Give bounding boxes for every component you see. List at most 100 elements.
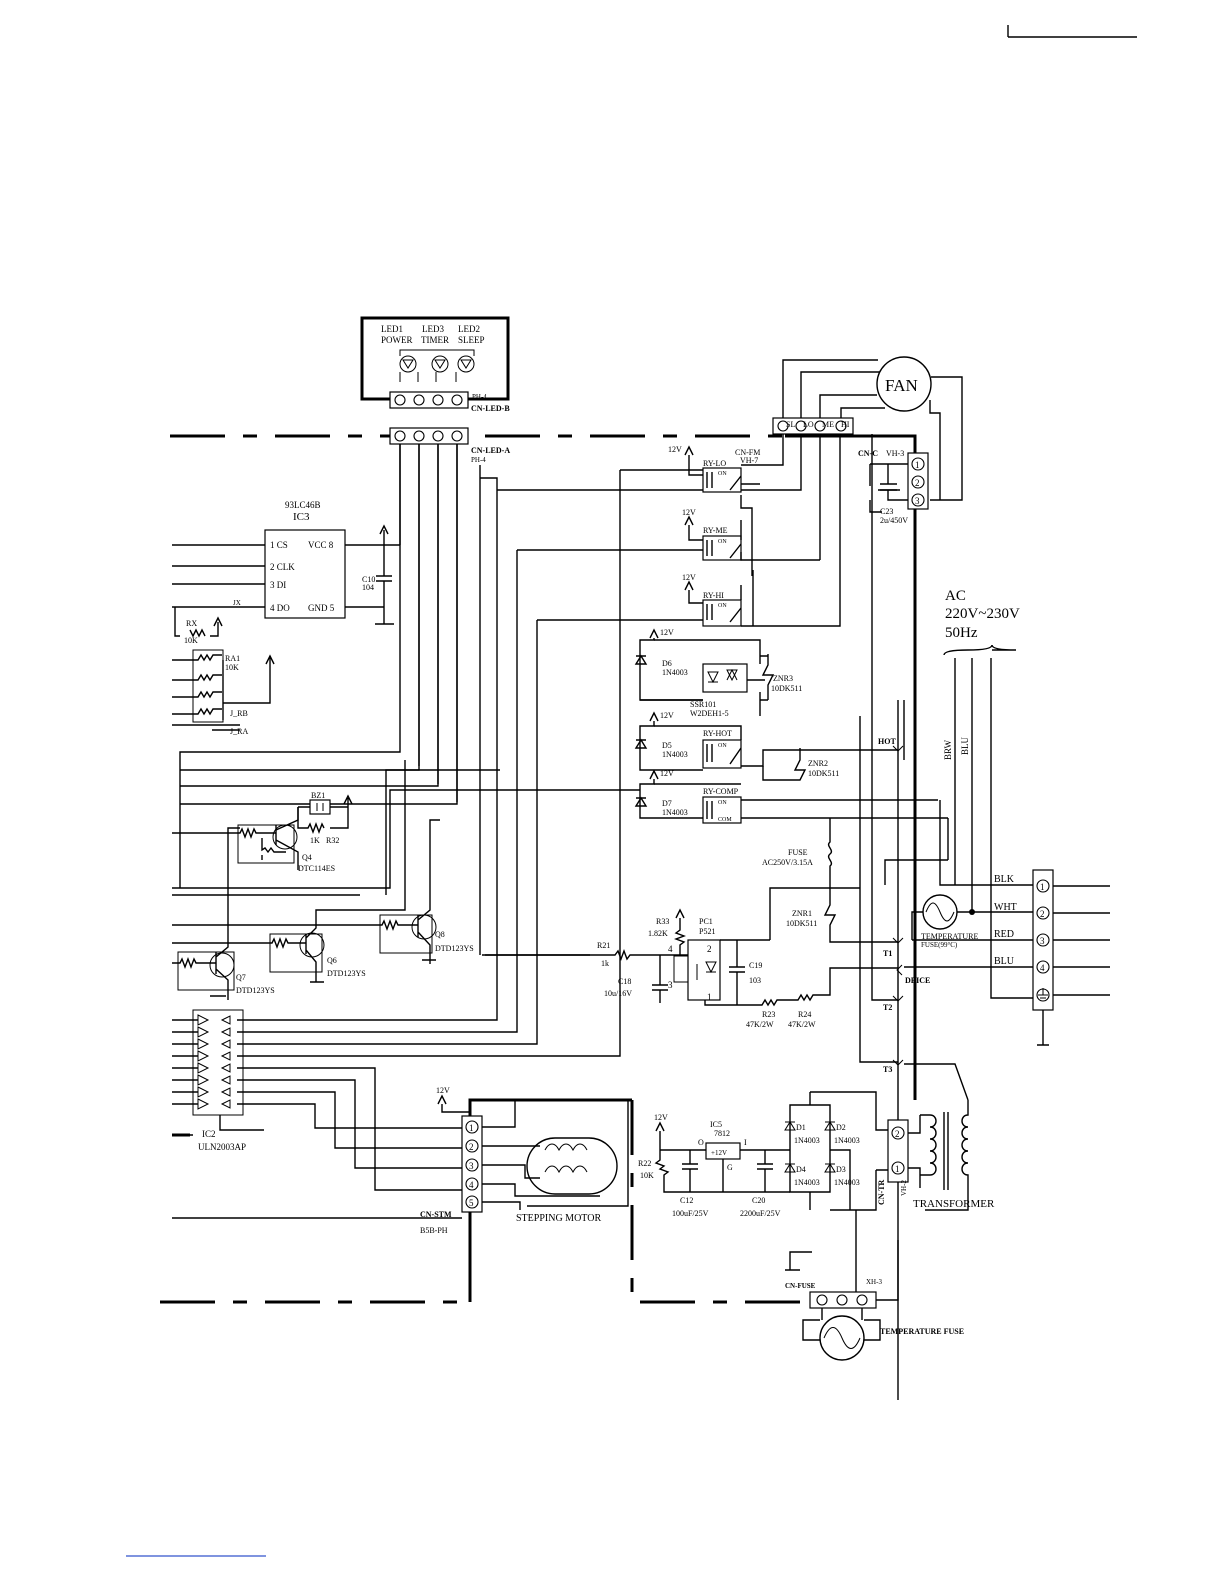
board-temp-fuse: TEMPERATURE FUSE(99°C) <box>911 894 978 949</box>
znr2-ref: ZNR2 <box>808 759 828 768</box>
fan-pin-sl: SL <box>786 420 795 429</box>
d6-ref: D6 <box>662 659 672 668</box>
ic5-pin-i: I <box>744 1138 747 1147</box>
cn-fuse-connector: CN-FUSE XH-3 <box>785 1210 899 1320</box>
c18-ref: C18 <box>618 977 631 986</box>
r21-val: 1k <box>601 959 609 968</box>
c23-val: 2u/450V <box>880 516 908 525</box>
misc-wires <box>479 434 900 955</box>
relay-ry-hi: 12V RY-HI <box>682 434 841 627</box>
pc1-pin3: 3 <box>668 980 673 990</box>
led1-ref: LED1 <box>381 324 403 334</box>
t2-label: T2 <box>883 1003 892 1012</box>
q8-part: DTD123YS <box>435 944 474 953</box>
led2-ref: LED2 <box>458 324 480 334</box>
svg-text:4: 4 <box>469 1180 474 1190</box>
temp-fuse-label: TEMPERATURE <box>921 932 978 941</box>
d3-val: 1N4003 <box>834 1178 860 1187</box>
photocoupler-pc1: R33 1.82K PC1 P521 4 3 2 1 C19 103 R23 4… <box>482 908 898 1029</box>
ic2-part: ULN2003AP <box>198 1142 246 1152</box>
cn-led-b-connector: PH-4 CN-LED-B <box>389 391 510 413</box>
ry-lo-on: ON <box>718 471 727 477</box>
ic3-pin-di: 3 DI <box>270 580 286 590</box>
led1-icon <box>399 355 417 373</box>
cn-led-b-type: PH-4 <box>472 393 487 401</box>
transformer: 2 1 CN-TR VH-2 TRANSFORMER <box>877 1063 995 1211</box>
znr2-val: 10DK511 <box>808 769 839 778</box>
led-wires <box>384 444 458 802</box>
r33-ref: R33 <box>656 917 669 926</box>
svg-text:4: 4 <box>1040 963 1045 973</box>
fan-pin-hi: HI <box>841 420 850 429</box>
eeprom-ic3: 93LC46B IC3 1 CS 2 CLK 3 DI 4 DO VCC 8 G… <box>172 500 394 645</box>
d7-ref: D7 <box>662 799 672 808</box>
ry-hi-supply: 12V <box>682 573 696 582</box>
ra1-val: 10K <box>225 663 239 672</box>
ic5-pin-o: O <box>698 1138 704 1147</box>
svg-text:1: 1 <box>895 1164 900 1174</box>
svg-text:1: 1 <box>1040 882 1045 892</box>
ry-comp-supply: 12V <box>660 769 674 778</box>
ry-hot-on: ON <box>718 743 727 749</box>
rx-ref: RX <box>186 619 197 628</box>
fan-label: FAN <box>885 376 918 395</box>
svg-text:5: 5 <box>469 1198 474 1208</box>
hot-label: HOT <box>878 737 896 746</box>
bottom-temperature-fuse: TEMPERATURE FUSE <box>802 1315 964 1361</box>
stm-supply: 12V <box>436 1086 450 1095</box>
d2-ref: D2 <box>836 1123 846 1132</box>
d2-val: 1N4003 <box>834 1136 860 1145</box>
r22-ref: R22 <box>638 1159 651 1168</box>
q7-part: DTD123YS <box>236 986 275 995</box>
c19-ref: C19 <box>749 961 762 970</box>
ic5-inner: +12V <box>711 1149 727 1157</box>
d5-ref: D5 <box>662 741 672 750</box>
pc1-part: P521 <box>699 927 715 936</box>
deice-label: DEICE <box>905 976 930 985</box>
relay-ry-lo: 12V RY-LO <box>668 445 760 493</box>
relay-common-wires <box>497 434 821 621</box>
pc1-pin1: 1 <box>707 992 712 1002</box>
svg-text:2: 2 <box>895 1129 900 1139</box>
ry-comp-on: ON <box>718 800 727 806</box>
t1-label: T1 <box>883 949 892 958</box>
temp-fuse-val: FUSE(99°C) <box>921 941 958 949</box>
ic3-pin-do: 4 DO <box>270 603 290 613</box>
d4-ref: D4 <box>796 1165 806 1174</box>
r23-ref: R23 <box>762 1010 775 1019</box>
r23-val: 47K/2W <box>746 1020 774 1029</box>
c19-val: 103 <box>749 976 761 985</box>
wire-blu: BLU <box>960 736 970 755</box>
wire-wht: WHT <box>994 902 1017 913</box>
d5-val: 1N4003 <box>662 750 688 759</box>
znr1: ZNR1 10DK511 <box>769 887 898 943</box>
ry-lo-label: RY-LO <box>703 459 726 468</box>
relay-ry-me: 12V RY-ME <box>682 508 820 561</box>
relay-ry-comp: 12V D7 1N4003 RY-COMP ON COM <box>634 769 948 824</box>
driver-ic2: IC2 ULN2003AP <box>172 470 621 1191</box>
ry-hi-label: RY-HI <box>703 591 724 600</box>
d7-val: 1N4003 <box>662 808 688 817</box>
ic3-part: 93LC46B <box>285 500 321 510</box>
c18-val: 10u/16V <box>604 989 632 998</box>
resistor-array-ra1: RA1 10K J_RB J_RA <box>172 649 275 736</box>
cn-fuse-type: XH-3 <box>866 1278 882 1286</box>
rx-val: 10K <box>184 636 198 645</box>
ac-line1: AC <box>945 588 966 604</box>
cn-tr-type: VH-2 <box>900 1180 908 1196</box>
r24-ref: R24 <box>798 1010 811 1019</box>
transistor-q8: Q8 DTD123YS <box>172 819 474 964</box>
buzzer-bz1: BZ1 1K R32 <box>297 791 353 845</box>
stepping-motor-label: STEPPING MOTOR <box>516 1213 601 1224</box>
fuse-val: AC250V/3.15A <box>762 858 813 867</box>
cn-led-b-label: CN-LED-B <box>471 404 510 413</box>
ry-me-supply: 12V <box>682 508 696 517</box>
cn-fuse-label: CN-FUSE <box>785 1282 816 1290</box>
j-rb-label: J_RB <box>230 709 248 718</box>
pc1-pin2: 2 <box>707 944 712 954</box>
ssr101: 12V D6 1N4003 SSR101 W2DEH1-5 ZNR3 10DK5… <box>634 628 802 718</box>
ic3-pin-gnd: GND 5 <box>308 603 335 613</box>
regulator-ic5: 12V R22 10K IC5 7812 +12V O I G C12 100u… <box>638 1113 790 1218</box>
bottom-temp-fuse-label: TEMPERATURE FUSE <box>880 1327 964 1336</box>
d1-val: 1N4003 <box>794 1136 820 1145</box>
